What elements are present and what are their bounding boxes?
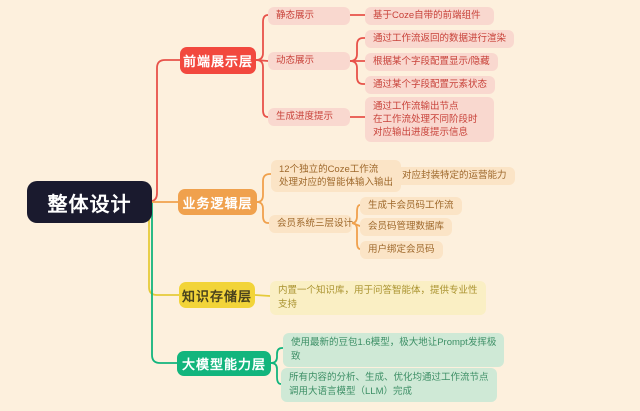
trunk-red (151, 59, 181, 202)
node-static-display[interactable]: 静态展示 (268, 7, 350, 25)
node-dynamic-display[interactable]: 动态展示 (268, 52, 350, 70)
node-coze-frontend-components[interactable]: 基于Coze自带的前端组件 (365, 7, 494, 25)
node-workflow-output-node[interactable]: 通过工作流输出节点 在工作流处理不同阶段时 对应输出进度提示信息 (365, 97, 494, 142)
node-12-coze-workflows[interactable]: 12个独立的Coze工作流 处理对应的智能体输入输出 (271, 160, 402, 192)
node-user-bind-member-code[interactable]: 用户绑定会员码 (360, 241, 443, 259)
node-field-element-state[interactable]: 通过某个字段配置元素状态 (365, 76, 496, 94)
trunk-green (151, 201, 178, 364)
node-knowledge-base[interactable]: 内置一个知识库，用于问答智能体，提供专业性 支持 (270, 281, 486, 315)
node-progress-tip[interactable]: 生成进度提示 (268, 108, 350, 126)
node-ops-capability[interactable]: 对应封装特定的运营能力 (394, 167, 515, 185)
branch-frontend-layer[interactable]: 前端展示层 (180, 47, 256, 74)
node-field-show-hide[interactable]: 根据某个字段配置显示/隐藏 (365, 53, 498, 71)
node-doubao-model[interactable]: 使用最新的豆包1.6模型，极大地让Prompt发挥极 致 (283, 333, 505, 367)
branch-knowledge-storage-layer[interactable]: 知识存储层 (179, 282, 255, 308)
branch-llm-capability-layer[interactable]: 大模型能力层 (177, 351, 271, 376)
trunk-yellow (148, 202, 180, 296)
node-member-code-database[interactable]: 会员码管理数据库 (360, 218, 453, 236)
node-member-code-workflow[interactable]: 生成卡会员码工作流 (360, 197, 462, 215)
node-member-system-three-layer[interactable]: 会员系统三层设计 (269, 215, 353, 233)
root-node[interactable]: 整体设计 (27, 181, 152, 223)
branch-business-logic-layer[interactable]: 业务逻辑层 (178, 189, 257, 215)
node-workflow-data-render[interactable]: 通过工作流返回的数据进行渲染 (365, 30, 515, 48)
node-llm-workflow-nodes[interactable]: 所有内容的分析、生成、优化均通过工作流节点 调用大语言模型（LLM）完成 (281, 368, 497, 402)
